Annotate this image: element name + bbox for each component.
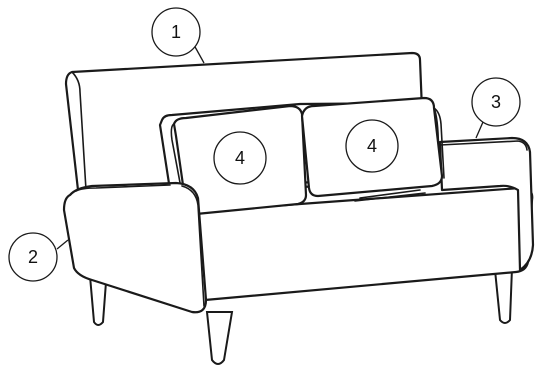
front-right-leg	[207, 312, 232, 364]
callout-3-label: 3	[491, 92, 501, 112]
left-armrest	[64, 183, 206, 312]
callout-2-leader	[57, 240, 68, 249]
callout-2-label: 2	[28, 247, 38, 267]
callout-1-label: 1	[171, 22, 181, 42]
callout-4-left-label: 4	[235, 148, 245, 168]
callout-4-right: 4	[346, 120, 398, 172]
callout-4-left: 4	[214, 132, 266, 184]
callout-3: 3	[472, 78, 520, 126]
callout-4-right-label: 4	[367, 136, 377, 156]
callout-3-leader	[476, 122, 483, 138]
callout-1: 1	[152, 8, 200, 56]
callout-2: 2	[9, 233, 57, 281]
callout-1-leader	[194, 45, 204, 63]
back-right-leg	[495, 268, 512, 323]
